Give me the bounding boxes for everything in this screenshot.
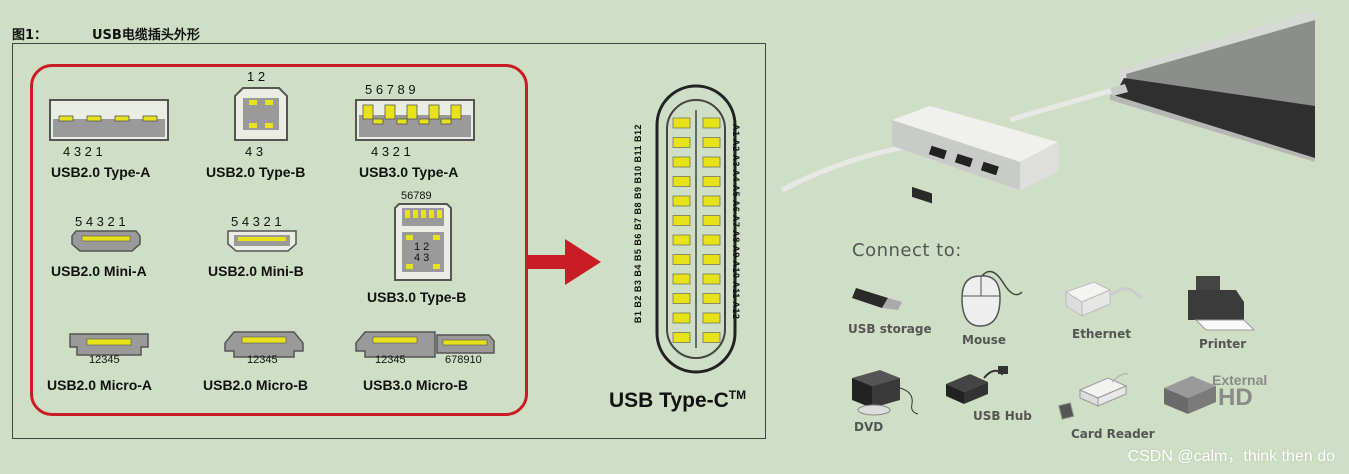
usb2-type-b-label: USB2.0 Type-B <box>206 164 306 180</box>
legacy-connectors-box <box>30 64 528 416</box>
usb2-micro-a-label: USB2.0 Micro-A <box>47 377 153 393</box>
card-reader-icon <box>1058 373 1129 420</box>
usb-hub-adapter-icon <box>780 84 1128 204</box>
device-label-card-reader: Card Reader <box>1071 427 1155 441</box>
type-c-a-contact <box>702 137 721 148</box>
type-c-b-contact <box>672 293 691 304</box>
figure-number: 图1： <box>12 28 48 43</box>
type-c-a-contact <box>702 215 721 226</box>
type-c-b-contact <box>672 117 691 129</box>
device-label-external-hd: External HD <box>1212 372 1268 412</box>
usb3-type-a-pins-bottom: 4 3 2 1 <box>371 144 411 159</box>
type-c-a-contact <box>702 312 721 324</box>
type-c-a-contact <box>702 234 721 246</box>
type-c-a-pin-labels: A1 A2 A3 A4 A5 A6 A7 A8 A9 A10 A11 A12 <box>731 124 741 320</box>
usb2-mini-a-icon <box>71 230 141 252</box>
type-c-a-contact <box>702 176 721 187</box>
type-c-a-contact <box>702 293 721 304</box>
device-label-dvd: DVD <box>854 420 884 434</box>
usb3-micro-b-label: USB3.0 Micro-B <box>363 377 469 393</box>
figure-caption: 图1： USB电缆插头外形 <box>12 24 200 43</box>
type-c-b-contact <box>672 254 691 265</box>
usb2-type-b-pins-bottom: 4 3 <box>245 144 264 159</box>
usb2-type-a-pins: 4 3 2 1 <box>63 144 103 159</box>
usb3-micro-b-pins-left: 12345 <box>375 354 406 366</box>
usb2-type-b-icon <box>234 87 288 141</box>
type-c-b-contact <box>672 273 691 285</box>
type-c-a-contact <box>702 156 721 168</box>
usb-hub-icon <box>946 366 1008 404</box>
type-c-b-contact <box>672 234 691 246</box>
usb3-type-b-icon <box>394 203 452 281</box>
usb2-mini-b-icon <box>227 230 297 252</box>
type-c-b-contact <box>672 332 691 343</box>
usb2-mini-a-pins: 5 4 3 2 1 <box>75 214 126 229</box>
usb-type-c-pinout-icon <box>655 84 737 374</box>
type-c-title-text: USB Type-C <box>609 389 729 412</box>
type-c-a-contact <box>702 195 721 207</box>
device-label-printer: Printer <box>1199 337 1247 351</box>
usb3-type-b-label: USB3.0 Type-B <box>367 289 467 305</box>
usb2-micro-b-pins: 12345 <box>247 354 278 366</box>
external-hd-line1: External <box>1212 372 1268 388</box>
type-c-b-contact <box>672 312 691 324</box>
type-c-b-contact <box>672 215 691 226</box>
type-c-a-contact <box>702 254 721 265</box>
type-c-b-pin-labels: B1 B2 B3 B4 B5 B6 B7 B8 B9 B10 B11 B12 <box>633 124 643 324</box>
figure-title: USB电缆插头外形 <box>92 28 200 43</box>
laptop-icon <box>1110 10 1315 162</box>
type-c-a-contact <box>702 332 721 343</box>
device-label-ethernet: Ethernet <box>1072 327 1131 341</box>
external-hd-line2: HD <box>1218 384 1253 412</box>
usb2-micro-a-pins: 12345 <box>89 354 120 366</box>
usb2-mini-b-pins: 5 4 3 2 1 <box>231 214 282 229</box>
connector-diagram-panel: 4 3 2 1 USB2.0 Type-A 1 2 4 3 USB2.0 Typ… <box>12 43 766 439</box>
watermark: CSDN @calm，think then do <box>1127 448 1335 465</box>
type-c-b-contact <box>672 195 691 207</box>
ethernet-adapter-icon <box>1064 281 1143 317</box>
usb3-type-a-pins-top: 5 6 7 8 9 <box>365 82 416 97</box>
type-c-b-contact <box>672 137 691 148</box>
usb2-mini-a-label: USB2.0 Mini-A <box>51 263 147 279</box>
device-label-usb-hub: USB Hub <box>973 409 1032 423</box>
usb2-micro-a-icon <box>69 333 149 356</box>
device-label-mouse: Mouse <box>962 333 1007 347</box>
external-hd-icon <box>1164 376 1216 414</box>
usb2-type-a-label: USB2.0 Type-A <box>51 164 151 180</box>
trademark-mark: TM <box>728 388 747 402</box>
type-c-b-contact <box>672 156 691 168</box>
dvd-drive-icon <box>852 370 919 416</box>
printer-icon <box>1188 276 1256 331</box>
usb3-type-b-pins-inner-top: 1 2 <box>414 241 430 253</box>
device-label-usb-storage: USB storage <box>848 322 932 336</box>
usb2-type-a-icon <box>49 99 169 141</box>
usb3-type-a-icon <box>355 99 475 141</box>
usb2-mini-b-label: USB2.0 Mini-B <box>208 263 304 279</box>
usb2-micro-b-icon <box>224 331 304 358</box>
usb2-micro-b-label: USB2.0 Micro-B <box>203 377 309 393</box>
usb3-type-b-pins-inner-bottom: 4 3 <box>414 252 430 264</box>
usb3-micro-b-pins-right: 678910 <box>445 354 482 366</box>
usb3-type-b-pins-top: 56789 <box>401 190 432 202</box>
usb3-micro-b-icon <box>355 331 495 358</box>
connect-to-heading: Connect to: <box>852 240 962 261</box>
type-c-a-contact <box>702 273 721 285</box>
usb-stick-icon <box>852 288 902 310</box>
usb2-type-b-pins-top: 1 2 <box>247 69 266 84</box>
type-c-b-contact <box>672 176 691 187</box>
type-c-a-contact <box>702 117 721 129</box>
right-arrow-icon <box>527 239 601 285</box>
usb3-type-a-label: USB3.0 Type-A <box>359 164 459 180</box>
type-c-title: USB Type-CTM <box>609 388 746 413</box>
mouse-icon <box>961 270 1023 327</box>
